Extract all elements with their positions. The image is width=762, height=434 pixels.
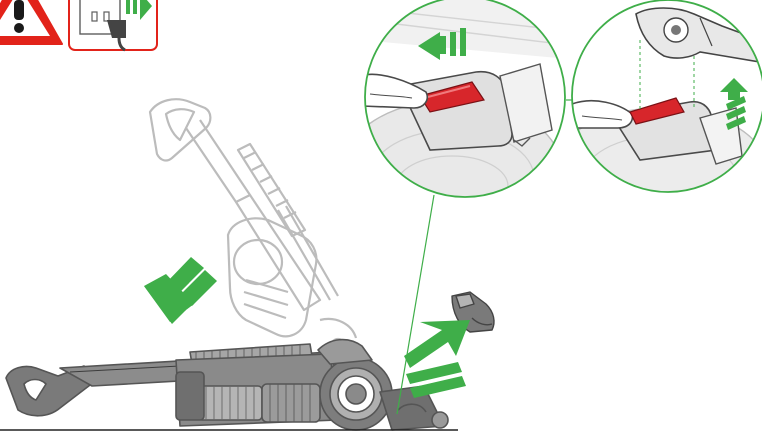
detail-lift-latch-off — [552, 0, 762, 236]
detail-release-latch-slide-left — [342, 0, 580, 240]
arrow-down-left-icon — [144, 257, 217, 324]
arrow-up-right-icon — [404, 320, 470, 398]
vacuum-base-reclined — [6, 340, 448, 430]
warning-triangle-icon — [0, 0, 62, 44]
unplug-from-socket-icon — [69, 0, 157, 50]
